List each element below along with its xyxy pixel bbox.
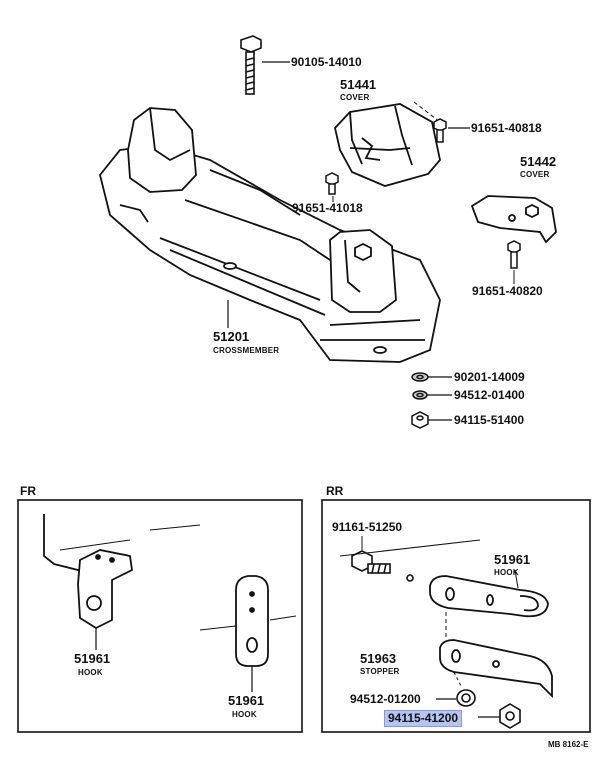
part-number-cover-51442[interactable]: 51442 xyxy=(520,154,557,169)
fr-section-box xyxy=(17,499,303,733)
rr-washer-icon xyxy=(456,689,476,707)
bolt-icon xyxy=(240,35,262,95)
cover-51442-drawing xyxy=(470,195,557,244)
diagram-code: MB 8162-E xyxy=(548,740,589,749)
part-number-bolt[interactable]: 90105-14010 xyxy=(291,55,362,69)
part-name-cover: COVER xyxy=(340,93,370,102)
cover-51441-drawing xyxy=(334,103,441,187)
screw-icon xyxy=(507,240,521,269)
fr-part-name-hook-2: HOOK xyxy=(232,710,257,719)
rr-nut-icon xyxy=(499,703,521,729)
rr-section-label: RR xyxy=(326,484,344,498)
spring-washer-icon xyxy=(412,390,428,400)
nut-icon xyxy=(411,411,429,429)
rr-part-number-bolt[interactable]: 91161-51250 xyxy=(332,520,403,534)
fr-hook-1-drawing xyxy=(43,514,201,630)
part-number-nut[interactable]: 94115-51400 xyxy=(454,413,525,427)
leader-line xyxy=(413,101,441,123)
part-number-screw-c[interactable]: 91651-40820 xyxy=(472,284,543,298)
part-number-washer-2[interactable]: 94512-01400 xyxy=(454,388,525,402)
rr-part-name-hook: HOOK xyxy=(494,568,519,577)
fr-section-label: FR xyxy=(20,484,36,498)
crossmember-drawing xyxy=(99,107,441,363)
rr-part-number-washer[interactable]: 94512-01200 xyxy=(350,692,421,706)
part-number-cover-51441[interactable]: 51441 xyxy=(340,77,377,92)
screw-icon xyxy=(433,118,447,143)
part-number-screw-a[interactable]: 91651-40818 xyxy=(471,121,542,135)
rr-hook-drawing xyxy=(429,575,549,618)
rr-part-name-stopper: STOPPER xyxy=(360,667,400,676)
rr-stopper-drawing xyxy=(439,639,553,699)
fr-hook-2-drawing xyxy=(199,575,297,667)
rr-section-box xyxy=(321,499,591,733)
part-number-crossmember[interactable]: 51201 xyxy=(213,329,250,344)
rr-part-number-stopper[interactable]: 51963 xyxy=(360,651,397,666)
fr-part-number-hook-1[interactable]: 51961 xyxy=(74,651,111,666)
rr-part-number-nut-highlighted[interactable]: 94115-41200 xyxy=(384,710,463,727)
rr-part-number-hook[interactable]: 51961 xyxy=(494,552,531,567)
rr-bolt-icon xyxy=(351,550,414,582)
screw-icon xyxy=(325,172,339,195)
fr-part-name-hook-1: HOOK xyxy=(78,668,103,677)
fr-part-number-hook-2[interactable]: 51961 xyxy=(228,693,265,708)
part-number-washer-1[interactable]: 90201-14009 xyxy=(454,370,525,384)
part-name-cover: COVER xyxy=(520,170,550,179)
washer-icon xyxy=(411,372,429,382)
part-number-screw-b[interactable]: 91651-41018 xyxy=(292,201,363,215)
part-name-crossmember: CROSSMEMBER xyxy=(213,346,280,355)
